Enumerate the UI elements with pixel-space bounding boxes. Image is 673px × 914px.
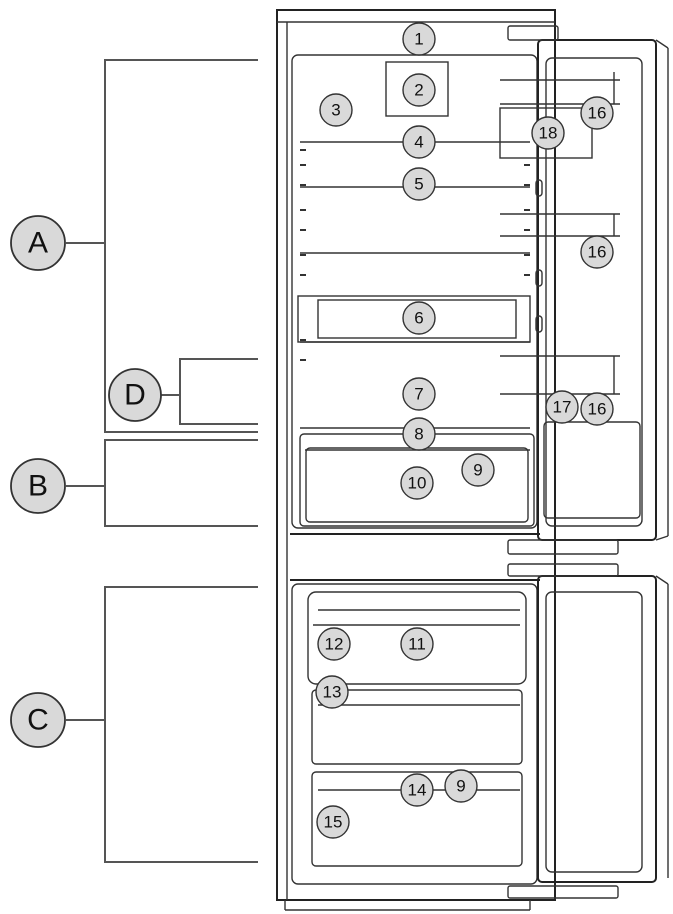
section-c-label: C — [10, 692, 66, 748]
cabinet-outline — [276, 9, 556, 911]
callout-17: 17 — [545, 390, 579, 424]
svg-text:5: 5 — [414, 175, 423, 194]
freezer-drawer-1 — [307, 591, 527, 685]
callout-6: 6 — [402, 301, 436, 335]
svg-text:16: 16 — [588, 243, 607, 262]
bracket-c — [104, 586, 258, 863]
svg-text:16: 16 — [588, 104, 607, 123]
callout-7: 7 — [402, 377, 436, 411]
shelf-supports-left — [300, 149, 306, 361]
svg-text:B: B — [28, 470, 48, 503]
svg-text:17: 17 — [553, 398, 572, 417]
callout-16-middle: 16 — [580, 235, 614, 269]
svg-text:4: 4 — [414, 133, 423, 152]
svg-text:C: C — [27, 704, 49, 737]
callout-2: 2 — [402, 73, 436, 107]
svg-text:14: 14 — [408, 781, 427, 800]
callout-9-crisper: 9 — [461, 453, 495, 487]
svg-text:7: 7 — [414, 385, 423, 404]
callout-5: 5 — [402, 167, 436, 201]
svg-text:10: 10 — [408, 474, 427, 493]
svg-text:12: 12 — [325, 635, 344, 654]
svg-text:11: 11 — [408, 635, 426, 654]
callout-12: 12 — [317, 627, 351, 661]
callout-13: 13 — [315, 675, 349, 709]
section-b-label: B — [10, 458, 66, 514]
light-housing — [385, 61, 449, 117]
svg-text:16: 16 — [588, 400, 607, 419]
bracket-d — [179, 358, 258, 425]
svg-text:3: 3 — [331, 101, 340, 120]
svg-text:2: 2 — [414, 81, 423, 100]
callout-16-bottom: 16 — [580, 392, 614, 426]
section-a-label: A — [10, 215, 66, 271]
callout-10: 10 — [400, 466, 434, 500]
callout-18: 18 — [531, 116, 565, 150]
callout-15: 15 — [316, 805, 350, 839]
callout-14: 14 — [400, 773, 434, 807]
callout-8: 8 — [402, 417, 436, 451]
svg-text:13: 13 — [323, 683, 342, 702]
svg-text:6: 6 — [414, 309, 423, 328]
freezer-door — [507, 563, 669, 899]
svg-text:9: 9 — [456, 777, 465, 796]
freezer-drawer-2 — [311, 689, 523, 765]
svg-text:18: 18 — [539, 124, 558, 143]
section-d-label: D — [108, 368, 162, 422]
bracket-a — [104, 59, 258, 433]
svg-text:D: D — [124, 379, 146, 412]
shelf-supports-right — [524, 164, 530, 276]
svg-text:9: 9 — [473, 461, 482, 480]
callout-16-top: 16 — [580, 96, 614, 130]
svg-text:1: 1 — [414, 30, 423, 49]
callout-9-freezer: 9 — [444, 769, 478, 803]
bracket-b — [104, 439, 258, 527]
svg-text:8: 8 — [414, 425, 423, 444]
svg-text:15: 15 — [324, 813, 343, 832]
split-shelf — [297, 295, 531, 343]
callout-1: 1 — [402, 22, 436, 56]
callout-4: 4 — [402, 125, 436, 159]
svg-text:A: A — [28, 227, 48, 260]
callout-11: 11 — [400, 627, 434, 661]
callout-3: 3 — [319, 93, 353, 127]
